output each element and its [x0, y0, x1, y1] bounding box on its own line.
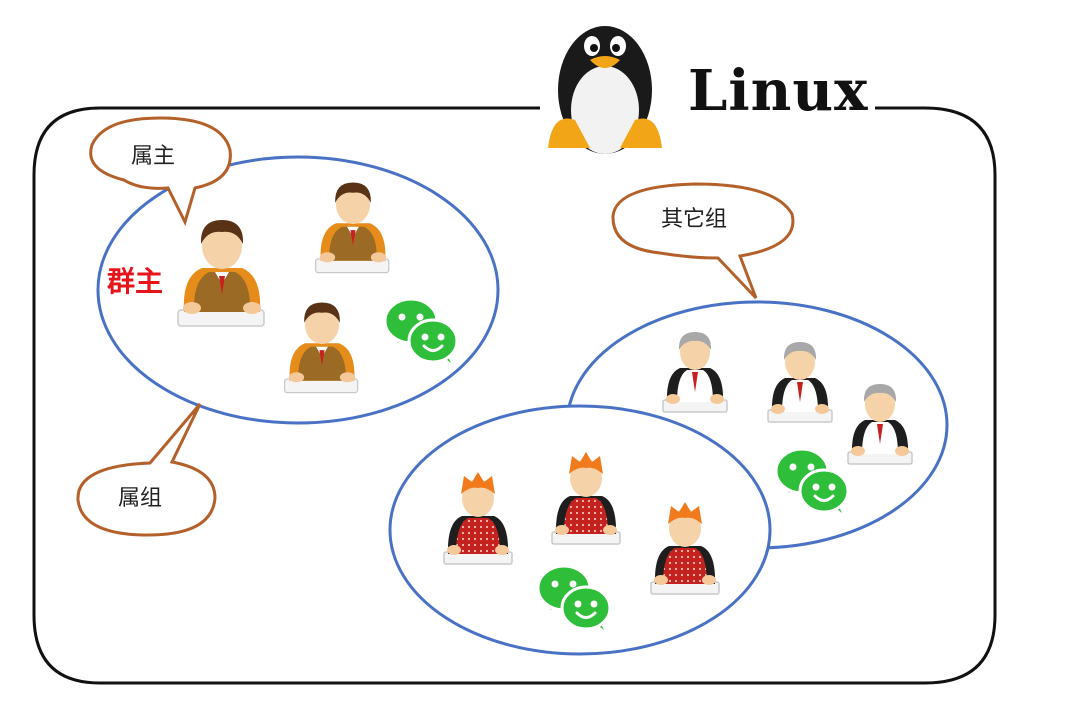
person-icon	[314, 181, 390, 274]
owner-callout: 属主	[89, 116, 232, 227]
wechat-icon	[383, 297, 459, 365]
person-icon	[283, 301, 359, 394]
linux-title: Linux	[688, 58, 868, 124]
person-icon-owner	[177, 219, 265, 327]
group-callout-label: 属组	[118, 486, 162, 511]
owner-tag: 群主	[107, 265, 163, 298]
other-callout: 其它组	[611, 182, 795, 300]
other-callout-label: 其它组	[661, 207, 727, 232]
owner-callout-label: 属主	[131, 144, 175, 169]
linux-frame	[32, 106, 997, 685]
owner-group-circle	[96, 155, 500, 425]
tux-penguin-icon	[548, 26, 662, 154]
group-callout: 属组	[76, 403, 217, 537]
